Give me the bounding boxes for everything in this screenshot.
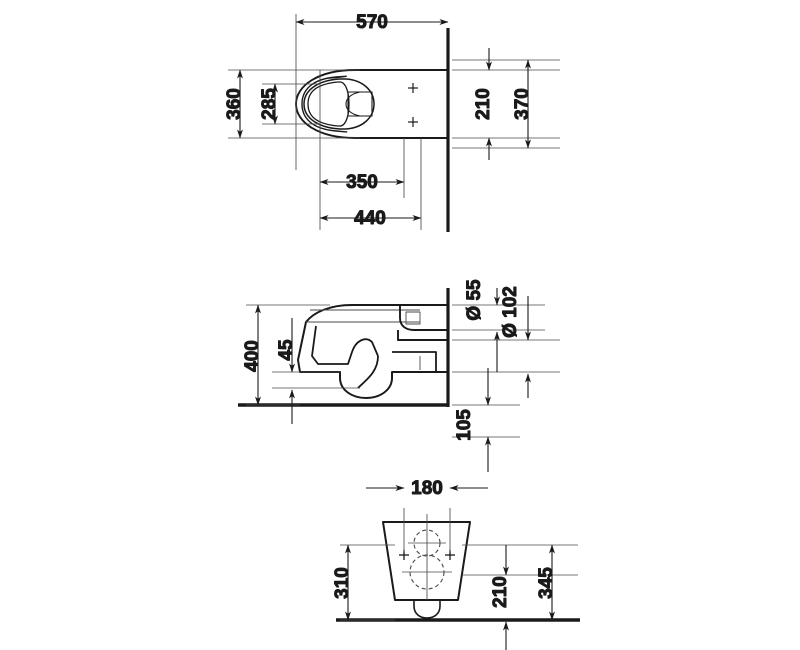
top-view: 570 360 285 210 370 350: [224, 12, 560, 232]
dim-440: 440: [319, 208, 422, 230]
dim-310: 310: [332, 544, 354, 621]
top-view-flush-opening: [347, 91, 373, 117]
dim-360: 360: [224, 69, 246, 139]
dim-210-front: 210: [490, 545, 512, 650]
dim-570: 570: [295, 12, 449, 34]
side-view-extension-lines: [246, 304, 560, 438]
dim-310-label: 310: [332, 567, 353, 599]
dim-370: 370: [512, 59, 534, 149]
side-view-waste-outlet: [392, 351, 437, 372]
top-view-seat-sweep: [303, 78, 341, 130]
side-view-inlet-base: [397, 330, 448, 341]
dim-350: 350: [319, 172, 405, 194]
side-view-trapway: [357, 355, 379, 389]
side-view-bowl-inner: [311, 325, 379, 365]
dim-345: 345: [536, 544, 558, 621]
dim-570-label: 570: [356, 12, 388, 33]
dim-102-label: Ø 102: [500, 286, 521, 338]
dim-210-front-label: 210: [490, 576, 511, 608]
top-view-rim-outer-cap: [329, 75, 347, 79]
dim-440-label: 440: [354, 208, 386, 229]
dim-105-label: 105: [454, 409, 475, 441]
top-view-flush-arc: [345, 91, 361, 117]
top-view-seat-right: [340, 78, 375, 130]
dim-210-top: 210: [473, 48, 495, 160]
dim-180: 180: [366, 478, 488, 500]
dim-45: 45: [276, 318, 298, 424]
front-view-outlet: [413, 600, 441, 619]
dim-285-label: 285: [259, 88, 280, 120]
side-view-water-inlet: [399, 305, 448, 331]
dim-350-label: 350: [346, 172, 378, 193]
top-view-extension-lines: [228, 14, 560, 230]
dim-210-top-label: 210: [473, 88, 494, 120]
dim-45-label: 45: [276, 339, 297, 361]
front-view-centre-marks: [402, 514, 452, 600]
dim-400: 400: [242, 304, 264, 406]
dim-400-label: 400: [242, 340, 263, 372]
top-view-rim-outer: [301, 76, 348, 133]
dim-102: Ø 102: [500, 286, 531, 398]
front-view: 180 310 210 345: [332, 478, 580, 650]
dim-345-label: 345: [536, 567, 557, 599]
front-view-extension-lines: [340, 508, 578, 621]
dim-360-label: 360: [224, 88, 245, 120]
top-view-bowl-inner: [307, 81, 350, 127]
top-view-bolt-marks: [408, 83, 418, 127]
front-view-body-outline: [382, 521, 471, 601]
side-view: 400 45 Ø 55 Ø 102 105: [238, 278, 560, 472]
dim-55-label: Ø 55: [464, 279, 485, 321]
dim-105: 105: [454, 368, 491, 472]
dim-180-label: 180: [411, 478, 443, 499]
side-view-inlet-detail: [405, 311, 421, 325]
dim-370-label: 370: [512, 88, 533, 120]
dim-285: 285: [259, 83, 281, 125]
dim-55: Ø 55: [464, 278, 500, 372]
